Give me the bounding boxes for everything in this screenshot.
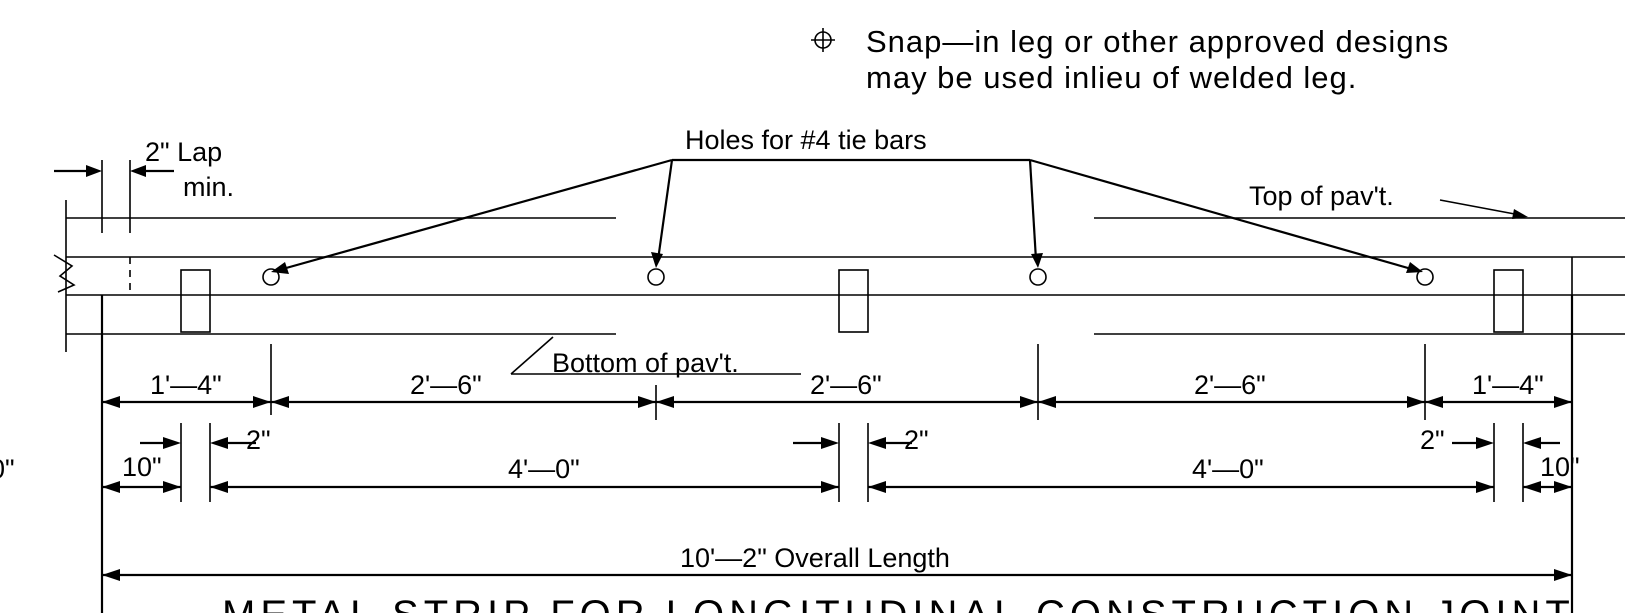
dimension-row-2: 10" 2" 4'—0" 2" 4'—0" 2" 10" bbox=[102, 425, 1580, 493]
dim-2-6-second: 2'—6" bbox=[810, 370, 882, 400]
dim-2-center: 2" bbox=[904, 425, 929, 455]
leg-center bbox=[838, 269, 869, 333]
break-symbol-icon bbox=[53, 254, 76, 293]
bottom-of-pavement-label: Bottom of pav't. bbox=[552, 348, 739, 378]
note-line-1: Snap—in leg or other approved designs bbox=[866, 24, 1449, 59]
overall-length-dimension: 10'—2" Overall Length bbox=[102, 543, 1572, 581]
dim-4-0-right: 4'—0" bbox=[1192, 454, 1264, 484]
bottom-of-pavement-callout: Bottom of pav't. bbox=[510, 336, 801, 378]
leg-left bbox=[180, 269, 211, 333]
holes-callout: Holes for #4 tie bars bbox=[271, 125, 1423, 274]
snap-in-leg-symbol-icon bbox=[811, 28, 835, 52]
drawing-title: METAL STRIP FOR LONGITUDINAL CONSTRUCTIO… bbox=[222, 593, 1575, 613]
dim-10-left: 10" bbox=[122, 452, 162, 482]
lap-min-label: min. bbox=[183, 172, 234, 202]
extension-lines bbox=[100, 295, 1574, 613]
top-of-pavement-label: Top of pav't. bbox=[1249, 181, 1394, 211]
dim-10-right: 10" bbox=[1540, 452, 1580, 482]
dim-2-6-first: 2'—6" bbox=[410, 370, 482, 400]
leg-right bbox=[1493, 269, 1524, 333]
dim-2-6-third: 2'—6" bbox=[1194, 370, 1266, 400]
tie-bar-hole-3 bbox=[1029, 268, 1047, 286]
dim-1-4-left: 1'—4" bbox=[150, 370, 222, 400]
note-block: Snap—in leg or other approved designs ma… bbox=[811, 24, 1449, 95]
tie-bar-hole-2 bbox=[647, 268, 665, 286]
dimension-row-1: 1'—4" 2'—6" 2'—6" 2'—6" 1'—4" bbox=[102, 370, 1572, 408]
left-edge-partial-label: 0" bbox=[0, 454, 15, 484]
holes-label: Holes for #4 tie bars bbox=[685, 125, 927, 155]
dim-4-0-left: 4'—0" bbox=[508, 454, 580, 484]
pavement-section bbox=[53, 160, 1625, 352]
overall-length-label: 10'—2" Overall Length bbox=[680, 543, 950, 573]
dim-2-right: 2" bbox=[1420, 425, 1445, 455]
dim-1-4-right: 1'—4" bbox=[1472, 370, 1544, 400]
top-of-pavement-callout: Top of pav't. bbox=[1249, 181, 1528, 219]
tie-bar-hole-1 bbox=[262, 268, 280, 286]
lap-value-label: 2" Lap bbox=[145, 137, 222, 167]
tie-bar-hole-4 bbox=[1416, 268, 1434, 286]
note-line-2: may be used inlieu of welded leg. bbox=[866, 60, 1357, 95]
lap-callout: 2" Lap min. bbox=[54, 137, 234, 202]
dim-2-left: 2" bbox=[246, 425, 271, 455]
